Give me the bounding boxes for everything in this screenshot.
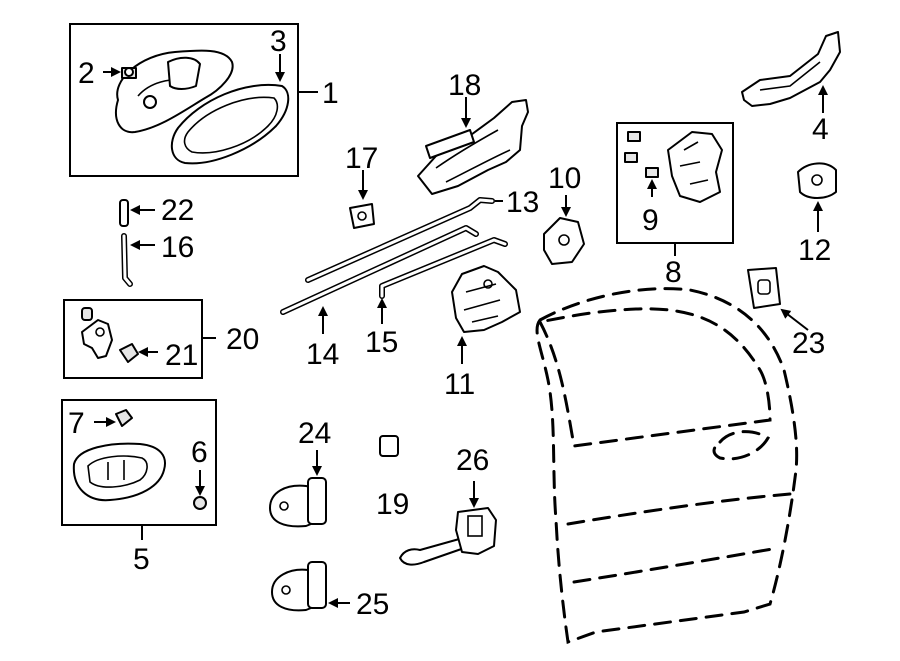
callout-15: 15	[365, 326, 398, 359]
clip-9	[645, 167, 659, 178]
callout-20: 20	[226, 323, 259, 356]
callout-26: 26	[456, 444, 489, 477]
group-box-1	[69, 23, 299, 177]
hinge-25	[271, 561, 327, 612]
callout-14: 14	[306, 338, 339, 371]
door-check-26	[399, 507, 497, 566]
callout-13: 13	[506, 186, 539, 219]
callout-1: 1	[322, 77, 339, 110]
callout-19: 19	[376, 488, 409, 521]
callout-23: 23	[792, 327, 825, 360]
switch-23	[747, 267, 781, 309]
callout-2: 2	[78, 57, 95, 90]
callout-24: 24	[298, 417, 331, 450]
callout-17: 17	[345, 142, 378, 175]
callout-21: 21	[165, 339, 198, 372]
outside-handle	[115, 49, 234, 134]
rod-14	[280, 225, 479, 315]
group-box-5	[61, 399, 217, 526]
inside-handle	[72, 442, 166, 502]
striker-12	[797, 162, 837, 199]
rod-16	[121, 233, 133, 287]
callout-25: 25	[356, 588, 389, 621]
lock-actuator	[667, 131, 723, 203]
callout-12: 12	[798, 234, 831, 267]
callout-8: 8	[665, 256, 682, 289]
callout-16: 16	[161, 231, 194, 264]
callout-4: 4	[812, 113, 829, 146]
callout-18: 18	[448, 69, 481, 102]
handle-gasket	[170, 84, 290, 165]
callout-10: 10	[548, 162, 581, 195]
retainer-10	[543, 217, 585, 265]
rod-13	[305, 197, 495, 283]
clip-7	[115, 409, 133, 427]
bumper-19	[379, 435, 399, 457]
clip-small-2	[624, 152, 638, 163]
callout-5: 5	[133, 543, 150, 576]
pin-22	[119, 199, 129, 227]
door-latch-11	[451, 265, 521, 333]
callout-3: 3	[270, 25, 287, 58]
screw-2	[121, 67, 137, 79]
clip-21	[119, 343, 139, 363]
callout-6: 6	[191, 436, 208, 469]
link-20	[81, 307, 113, 359]
rod-15	[379, 237, 508, 299]
bracket-4	[741, 31, 841, 107]
callout-22: 22	[161, 194, 194, 227]
hinge-24	[269, 477, 327, 528]
callout-9: 9	[642, 204, 659, 237]
callout-7: 7	[68, 407, 85, 440]
screw-6	[193, 496, 207, 510]
callout-11: 11	[444, 368, 475, 401]
housing-18	[417, 99, 529, 195]
clip-small-1	[627, 131, 641, 142]
door-outline	[535, 287, 799, 645]
clip-17	[349, 203, 375, 229]
